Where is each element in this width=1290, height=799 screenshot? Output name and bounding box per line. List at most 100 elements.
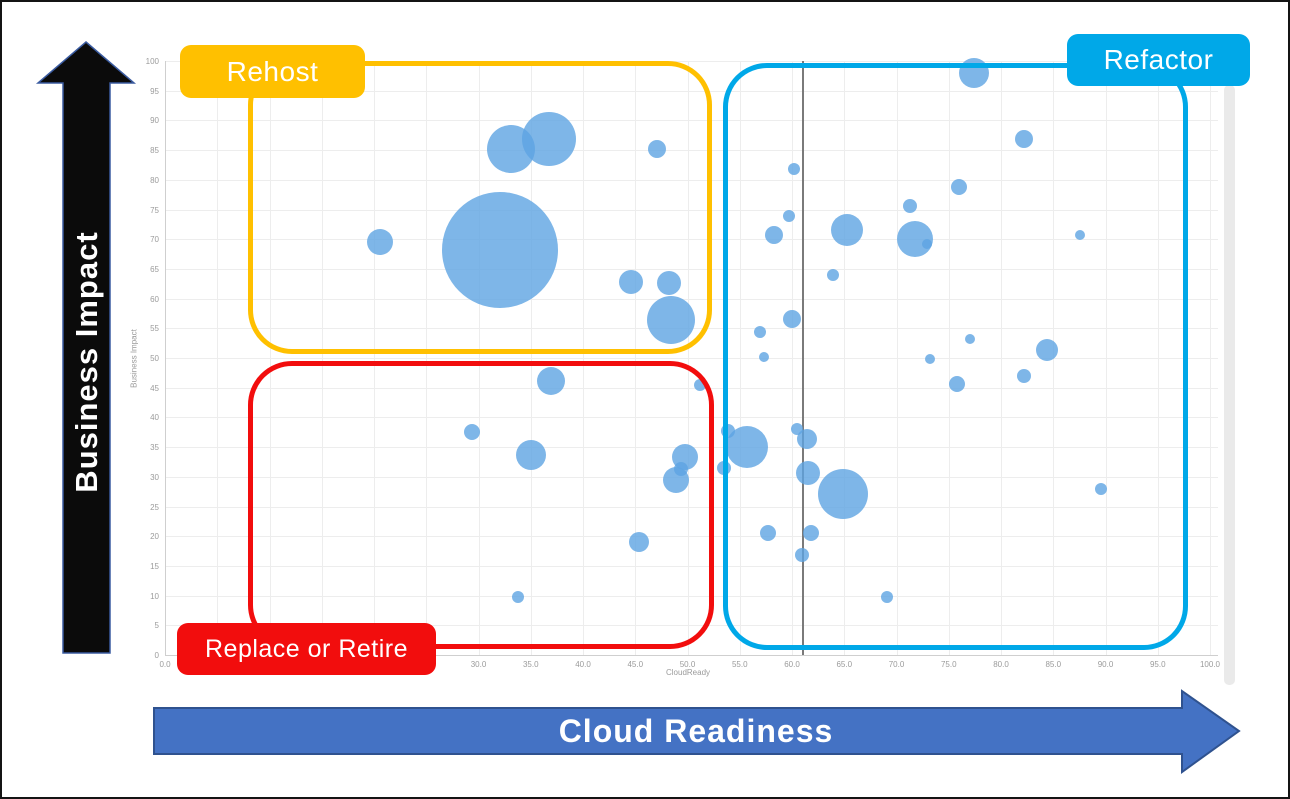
bubble[interactable]	[1014, 129, 1033, 148]
y-tick-label: 0	[154, 651, 159, 660]
gridline	[165, 595, 1218, 597]
x-tick-label: 90.0	[1097, 660, 1114, 669]
bubble[interactable]	[949, 376, 966, 393]
bubble[interactable]	[831, 214, 864, 247]
bubble[interactable]	[818, 469, 869, 520]
right-gutter-track	[1224, 85, 1235, 685]
bubble[interactable]	[758, 351, 769, 362]
gridline	[165, 565, 1218, 567]
x-tick-label: 0.0	[159, 660, 171, 669]
bubble[interactable]	[726, 426, 769, 469]
rehost-label-badge: Rehost	[180, 45, 365, 98]
bubble[interactable]	[788, 163, 801, 176]
bubble[interactable]	[619, 269, 644, 294]
gridline	[165, 239, 1218, 241]
y-tick-label: 50	[150, 354, 159, 363]
bubble[interactable]	[826, 268, 839, 281]
bubble[interactable]	[783, 309, 801, 328]
bubble[interactable]	[924, 354, 935, 365]
bubble[interactable]	[753, 325, 766, 338]
bubble[interactable]	[464, 424, 481, 441]
x-axis-line	[165, 655, 1218, 656]
gridline	[165, 120, 1218, 122]
y-tick-label: 65	[150, 264, 159, 274]
y-tick-label: 25	[150, 502, 159, 512]
x-axis-title: CloudReady	[665, 668, 711, 677]
x-tick-label: 75.0	[940, 660, 957, 669]
bubble[interactable]	[663, 466, 689, 493]
bubble[interactable]	[782, 210, 795, 223]
y-tick-label: 55	[150, 324, 159, 334]
y-tick-label: 85	[150, 146, 159, 156]
gridline	[165, 476, 1218, 478]
x-tick-label: 50.0	[679, 660, 696, 669]
bubble[interactable]	[903, 198, 918, 213]
y-tick-label: 10	[150, 591, 159, 601]
x-tick-label: 40.0	[575, 660, 591, 669]
y-tick-label: 30	[150, 472, 159, 482]
bubble[interactable]	[796, 428, 817, 449]
y-tick-label: 60	[150, 294, 159, 304]
quadrant-box-refactor	[723, 63, 1189, 651]
bubble[interactable]	[536, 367, 565, 396]
x-tick-label: 95.0	[1149, 660, 1166, 669]
replace-or-retire-label-badge: Replace or Retire	[177, 623, 436, 675]
gridline	[165, 536, 1218, 538]
bubble[interactable]	[881, 590, 894, 603]
x-tick-label: 70.0	[888, 660, 905, 669]
bubble[interactable]	[512, 590, 525, 603]
bubble[interactable]	[648, 139, 667, 158]
bubble[interactable]	[795, 461, 820, 486]
y-axis-title: Business Impact	[129, 329, 139, 388]
bubble[interactable]	[629, 532, 650, 553]
quadrant-box-rehost	[247, 61, 712, 355]
bubble[interactable]	[951, 178, 968, 195]
bubble[interactable]	[795, 548, 810, 563]
gridline	[165, 298, 1218, 300]
bubble[interactable]	[1075, 230, 1086, 241]
y-tick-label: 15	[150, 561, 159, 571]
y-tick-label: 35	[150, 443, 159, 453]
gridline	[165, 150, 1218, 152]
gridline	[165, 61, 1218, 62]
x-tick-label: 85.0	[1045, 660, 1062, 669]
bubble[interactable]	[442, 191, 559, 308]
bubble[interactable]	[759, 525, 776, 542]
bubble[interactable]	[964, 333, 975, 344]
bubble[interactable]	[367, 229, 394, 256]
gridline	[165, 358, 1218, 359]
y-tick-label: 70	[150, 235, 159, 245]
gridline	[165, 506, 1218, 508]
bubble[interactable]	[521, 111, 576, 166]
bubble[interactable]	[1095, 483, 1108, 496]
gridline	[165, 417, 1218, 419]
x-tick-label: 100.0	[1199, 660, 1221, 669]
bubble[interactable]	[765, 226, 784, 245]
bubble[interactable]	[1035, 339, 1058, 362]
y-tick-label: 90	[150, 116, 159, 126]
x-tick-label: 65.0	[836, 660, 853, 669]
bubble[interactable]	[515, 439, 546, 470]
gridline	[165, 268, 1218, 270]
y-tick-label: 20	[150, 532, 159, 542]
y-tick-label: 5	[154, 621, 159, 631]
bubble[interactable]	[656, 271, 681, 296]
bubble[interactable]	[802, 525, 819, 542]
bubble[interactable]	[921, 238, 932, 249]
x-tick-label: 55.0	[731, 660, 748, 669]
bubble[interactable]	[1016, 368, 1031, 383]
refactor-label-badge: Refactor	[1067, 34, 1250, 86]
bubble[interactable]	[958, 57, 989, 88]
y-axis-line	[165, 61, 166, 655]
x-tick-label: 35.0	[522, 660, 539, 669]
y-tick-label: 75	[150, 205, 159, 215]
x-tick-label: 60.0	[784, 660, 800, 669]
y-tick-label: 45	[150, 383, 159, 393]
x-tick-label: 30.0	[470, 660, 487, 669]
y-tick-label: 80	[150, 175, 159, 185]
x-tick-label: 80.0	[993, 660, 1009, 669]
y-tick-label: 95	[150, 86, 159, 96]
gridline	[165, 179, 1218, 181]
